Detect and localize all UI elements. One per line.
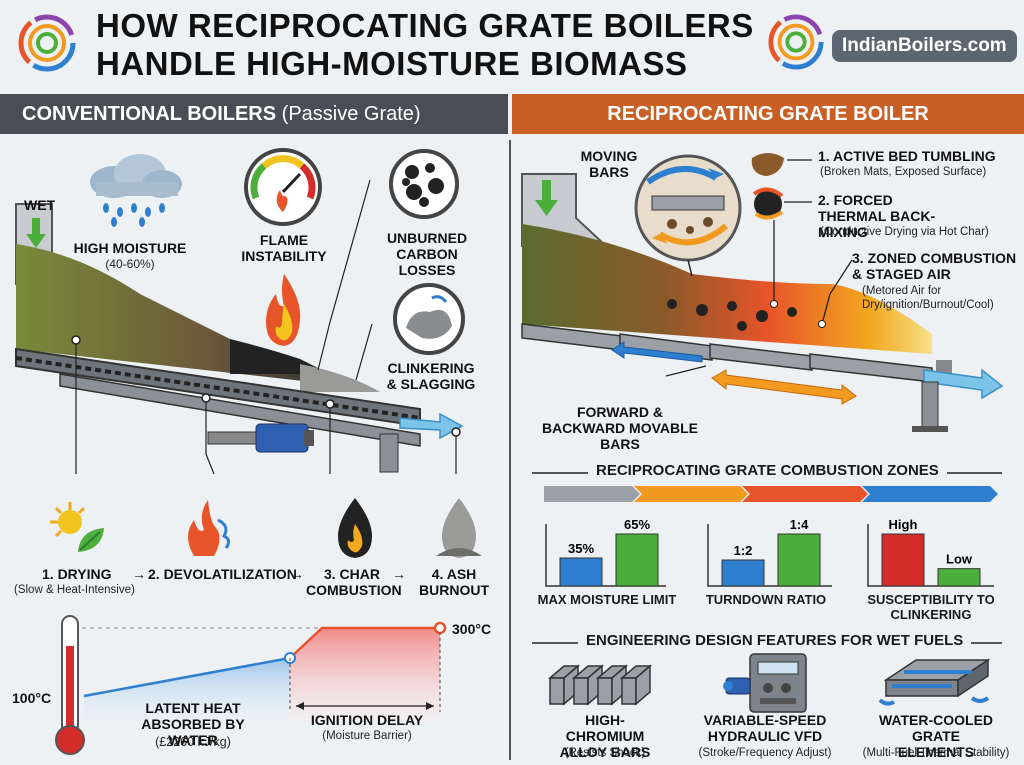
zone-ignition-segment <box>634 486 748 502</box>
latent-heat-label: LATENT HEAT ABSORBED BY WATER <box>141 700 245 748</box>
chart-bar <box>777 533 821 587</box>
unburned-carbon-icon <box>389 149 459 219</box>
unburned-carbon-label: UNBURNED CARBON LOSSES <box>386 230 468 278</box>
water-cooled-grate-icon <box>878 658 991 706</box>
chart-clinkering-title: SUSCEPTIBILITY TO CLINKERING <box>867 592 995 622</box>
brand-link[interactable]: IndianBoilers.com <box>832 30 1017 62</box>
temp-high-label: 300°C <box>452 621 492 637</box>
latent-heat-sub: (£2260 kJ/kg) <box>155 735 231 749</box>
design-heading: ENGINEERING DESIGN FEATURES FOR WET FUEL… <box>578 632 972 649</box>
design-cooled-sub: (Multi-Fuel Thermal Stability) <box>862 747 1010 759</box>
panel-divider <box>509 140 511 760</box>
flame-instability-label: FLAME INSTABILITY <box>241 232 327 264</box>
zones-heading: RECIPROCATING GRATE COMBUSTION ZONES <box>588 462 947 479</box>
chart-moisture-title: MAX MOISTURE LIMIT <box>537 592 677 607</box>
rain-cloud-icon <box>90 154 182 227</box>
chart-bar <box>721 559 765 587</box>
moisture-range-label: (40-60%) <box>105 257 155 271</box>
header-logo <box>18 14 76 72</box>
stage-arrow-icon: → <box>132 566 146 582</box>
chart-bar <box>559 557 603 587</box>
design-cooled-title: WATER-COOLED GRATE ELEMENTS <box>878 712 994 760</box>
feature-1-title: 1. ACTIVE BED TUMBLING <box>818 148 996 164</box>
chart-value-label: High <box>889 517 918 532</box>
stage-ash-label: 4. ASH BURNOUT <box>419 566 489 598</box>
flame-icon <box>266 274 301 346</box>
clinker-icon <box>393 283 465 355</box>
devolatilization-icon <box>188 500 231 556</box>
temperature-profile <box>55 615 447 755</box>
chart-value-label: Low <box>946 552 973 567</box>
chart-value-label: 65% <box>624 517 650 532</box>
chart-bar <box>615 533 659 587</box>
high-moisture-label: HIGH MOISTURE <box>73 240 187 256</box>
wet-label: WET <box>24 197 56 213</box>
chart-bar <box>937 568 981 587</box>
temp-low-label: 100°C <box>12 690 52 706</box>
gauge-flame-icon <box>244 148 322 226</box>
stage-arrow-icon: → <box>392 566 406 582</box>
sun-leaf-icon <box>50 502 104 552</box>
design-vfd-sub: (Stroke/Frequency Adjust) <box>698 747 832 759</box>
left-panel-header: CONVENTIONAL BOILERS (Passive Grate) <box>0 94 508 134</box>
feature-2-sub: (Conductive Drying via Hot Char) <box>820 226 989 238</box>
brand-logo <box>768 14 824 70</box>
zone-drying-segment <box>544 486 640 502</box>
stage-drying-sub: (Slow & Heat-Intensive) <box>14 584 135 596</box>
left-panel-title: CONVENTIONAL BOILERS <box>22 103 277 125</box>
moving-bars-label: MOVING BARS <box>580 148 638 180</box>
page-title-line2: HANDLE HIGH-MOISTURE BIOMASS <box>96 45 688 82</box>
chart-turndown-title: TURNDOWN RATIO <box>705 592 827 607</box>
alloy-bars-icon <box>548 664 653 706</box>
feature-2-title: 2. FORCED THERMAL BACK-MIXING <box>818 192 936 240</box>
right-panel-title: RECIPROCATING GRATE BOILER <box>607 103 929 125</box>
stage-drying-label: 1. DRYING <box>42 566 112 582</box>
reciprocating-grate-illustration <box>521 153 1004 432</box>
ignition-delay-sub: (Moisture Barrier) <box>322 730 412 742</box>
left-panel-subtitle: (Passive Grate) <box>281 103 421 125</box>
design-vfd-title: VARIABLE-SPEED HYDRAULIC VFD <box>703 712 827 744</box>
zone-combustion-segment <box>742 486 868 502</box>
feature-3-title: 3. ZONED COMBUSTION & STAGED AIR <box>852 250 1017 282</box>
page-title-line1: HOW RECIPROCATING GRATE BOILERS <box>96 7 754 44</box>
ash-icon <box>436 498 482 558</box>
combustion-zone-band <box>544 486 998 502</box>
stage-char-label: 3. CHAR COMBUSTION <box>306 566 402 598</box>
chart-value-label: 1:4 <box>790 517 810 532</box>
char-flame-icon <box>338 498 372 558</box>
design-alloy-title: HIGH-CHROMIUM ALLOY BARS <box>559 712 651 760</box>
conventional-grate-illustration <box>15 179 464 474</box>
clinkering-label: CLINKERING & SLAGGING <box>386 360 476 392</box>
chart-value-label: 1:2 <box>734 543 753 558</box>
design-alloy-sub: (Resists Shock) <box>564 747 646 759</box>
stage-devolatilization-label: 2. DEVOLATILIZATION <box>148 566 297 582</box>
feature-1-sub: (Broken Mats, Exposed Surface) <box>820 166 987 178</box>
vfd-drive-icon <box>723 653 807 713</box>
stage-arrow-icon: → <box>290 566 304 582</box>
chart-value-label: 35% <box>568 541 594 556</box>
ignition-delay-label: IGNITION DELAY <box>310 712 424 728</box>
right-panel-header: RECIPROCATING GRATE BOILER <box>512 94 1024 134</box>
chart-bar <box>881 533 925 587</box>
zone-burnout-segment <box>862 486 998 502</box>
feature-3-sub: (Metored Air for Dry/ignition/Burnout/Co… <box>862 285 994 311</box>
movable-bars-label: FORWARD & BACKWARD MOVABLE BARS <box>541 404 699 452</box>
